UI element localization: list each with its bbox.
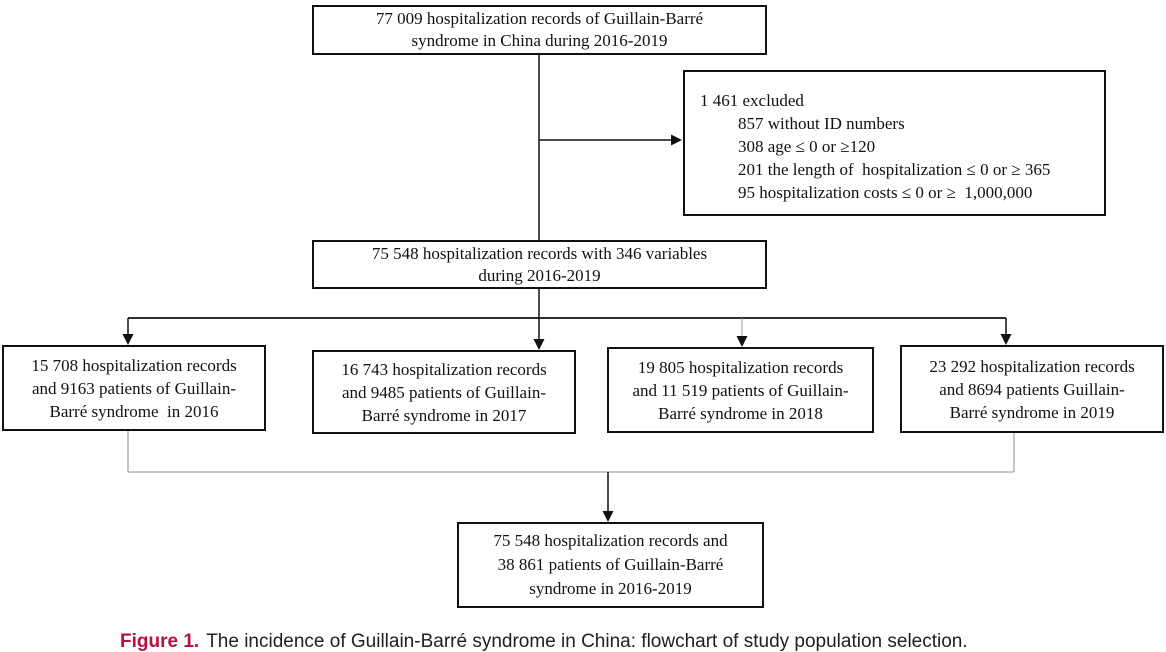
records-source-line: syndrome in China during 2016-2019 xyxy=(411,31,668,50)
year-2018-line: 19 805 hospitalization records xyxy=(637,357,844,377)
year-2017-box: 16 743 hospitalization records and 9485 … xyxy=(312,350,576,434)
year-2019-line: and 8694 patients Guillain- xyxy=(939,379,1125,399)
excluded-item: 95 hospitalization costs ≤ 0 or ≥ 1,000,… xyxy=(738,183,1033,202)
year-2018-line: and 11 519 patients of Guillain- xyxy=(632,380,849,400)
arrowhead-2018 xyxy=(736,336,748,347)
year-2019-box: 23 292 hospitalization records and 8694 … xyxy=(900,345,1164,433)
total-cohort-line: 75 548 hospitalization records and xyxy=(493,531,728,550)
filtered-records-line: during 2016-2019 xyxy=(478,265,601,285)
year-2017-line: Barré syndrome in 2017 xyxy=(361,405,527,425)
arrowhead-total xyxy=(602,511,614,522)
year-2019-line: Barré syndrome in 2019 xyxy=(949,402,1115,422)
year-2019-line: 23 292 hospitalization records xyxy=(929,356,1135,376)
year-2017-line: 16 743 hospitalization records xyxy=(341,359,547,379)
records-source-box: 77 009 hospitalization records of Guilla… xyxy=(312,5,767,55)
arrowhead-2019 xyxy=(1000,334,1012,345)
excluded-box: 1 461 excluded 857 without ID numbers 30… xyxy=(683,70,1106,216)
arrowhead-2016 xyxy=(122,334,134,345)
year-2018-line: Barré syndrome in 2018 xyxy=(658,403,823,423)
year-2016-line: Barré syndrome in 2016 xyxy=(49,401,219,421)
year-2016-line: and 9163 patients of Guillain- xyxy=(32,378,236,398)
excluded-title: 1 461 excluded xyxy=(700,91,804,110)
figure-caption: Figure 1. The incidence of Guillain-Barré… xyxy=(120,631,968,652)
year-2018-box: 19 805 hospitalization records and 11 51… xyxy=(607,347,874,433)
figure-caption-label: Figure 1. xyxy=(120,631,200,652)
total-cohort-line: syndrome in 2016-2019 xyxy=(529,579,692,598)
filtered-records-box: 75 548 hospitalization records with 346 … xyxy=(312,240,767,289)
excluded-item: 201 the length of hospitalization ≤ 0 or… xyxy=(738,160,1051,179)
year-2016-box: 15 708 hospitalization records and 9163 … xyxy=(2,345,266,431)
total-cohort-box: 75 548 hospitalization records and 38 86… xyxy=(457,522,764,608)
year-2016-line: 15 708 hospitalization records xyxy=(31,355,237,375)
excluded-item: 857 without ID numbers xyxy=(738,114,905,133)
excluded-item: 308 age ≤ 0 or ≥120 xyxy=(738,137,876,156)
figure-caption-text: The incidence of Guillain-Barré syndrome… xyxy=(206,631,968,652)
filtered-records-line: 75 548 hospitalization records with 346 … xyxy=(371,243,708,263)
year-2017-line: and 9485 patients of Guillain- xyxy=(342,382,546,402)
arrowhead-2017 xyxy=(533,339,545,350)
arrowhead-excluded xyxy=(671,134,682,146)
records-source-line: 77 009 hospitalization records of Guilla… xyxy=(375,9,704,28)
total-cohort-line: 38 861 patients of Guillain-Barré xyxy=(497,555,724,574)
